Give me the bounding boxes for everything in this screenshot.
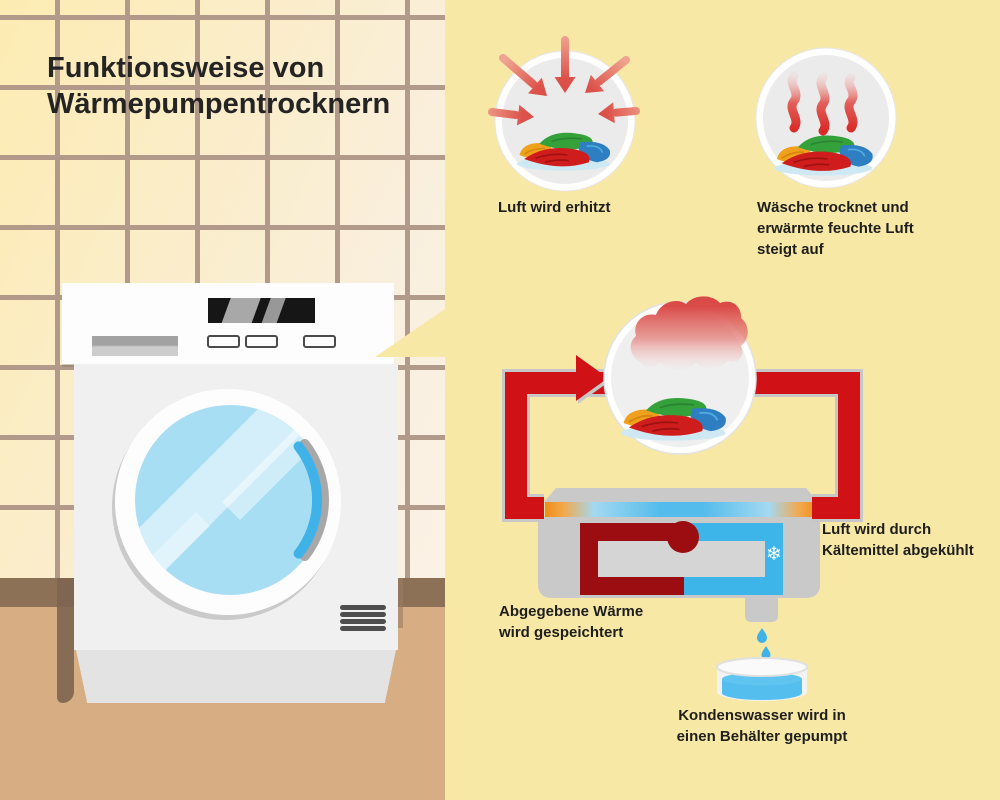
title-line-1: Funktionsweise von bbox=[47, 52, 325, 84]
washer-shadow bbox=[393, 578, 403, 628]
label-heat-stored: Abgegebene Wärme wird gespeichtert bbox=[499, 603, 644, 641]
washer-dial-strip bbox=[92, 336, 178, 356]
washer-display bbox=[208, 298, 315, 323]
display-glare bbox=[259, 298, 288, 323]
washer-button bbox=[245, 335, 278, 348]
label-air-heated: Luft wird erhitzt bbox=[498, 199, 611, 216]
page-title: Funktionsweise von Wärmepumpentrocknern bbox=[47, 50, 437, 122]
washer-shadow bbox=[57, 578, 74, 703]
display-glare bbox=[219, 298, 263, 323]
washer-base bbox=[76, 650, 396, 703]
washer-button bbox=[303, 335, 336, 348]
title-line-2: Wärmepumpentrocknern bbox=[47, 88, 391, 120]
label-laundry-dries: Wäsche trocknet und erwärmte feuchte Luf… bbox=[757, 199, 914, 258]
washer-body bbox=[74, 364, 398, 650]
label-air-cooled: Luft wird durch Kältemittel abgekühlt bbox=[822, 521, 974, 559]
label-condensate-pumped: Kondenswasser wird in einen Behälter gep… bbox=[676, 707, 848, 745]
info-panel-background bbox=[445, 0, 1000, 800]
washer-button bbox=[207, 335, 240, 348]
